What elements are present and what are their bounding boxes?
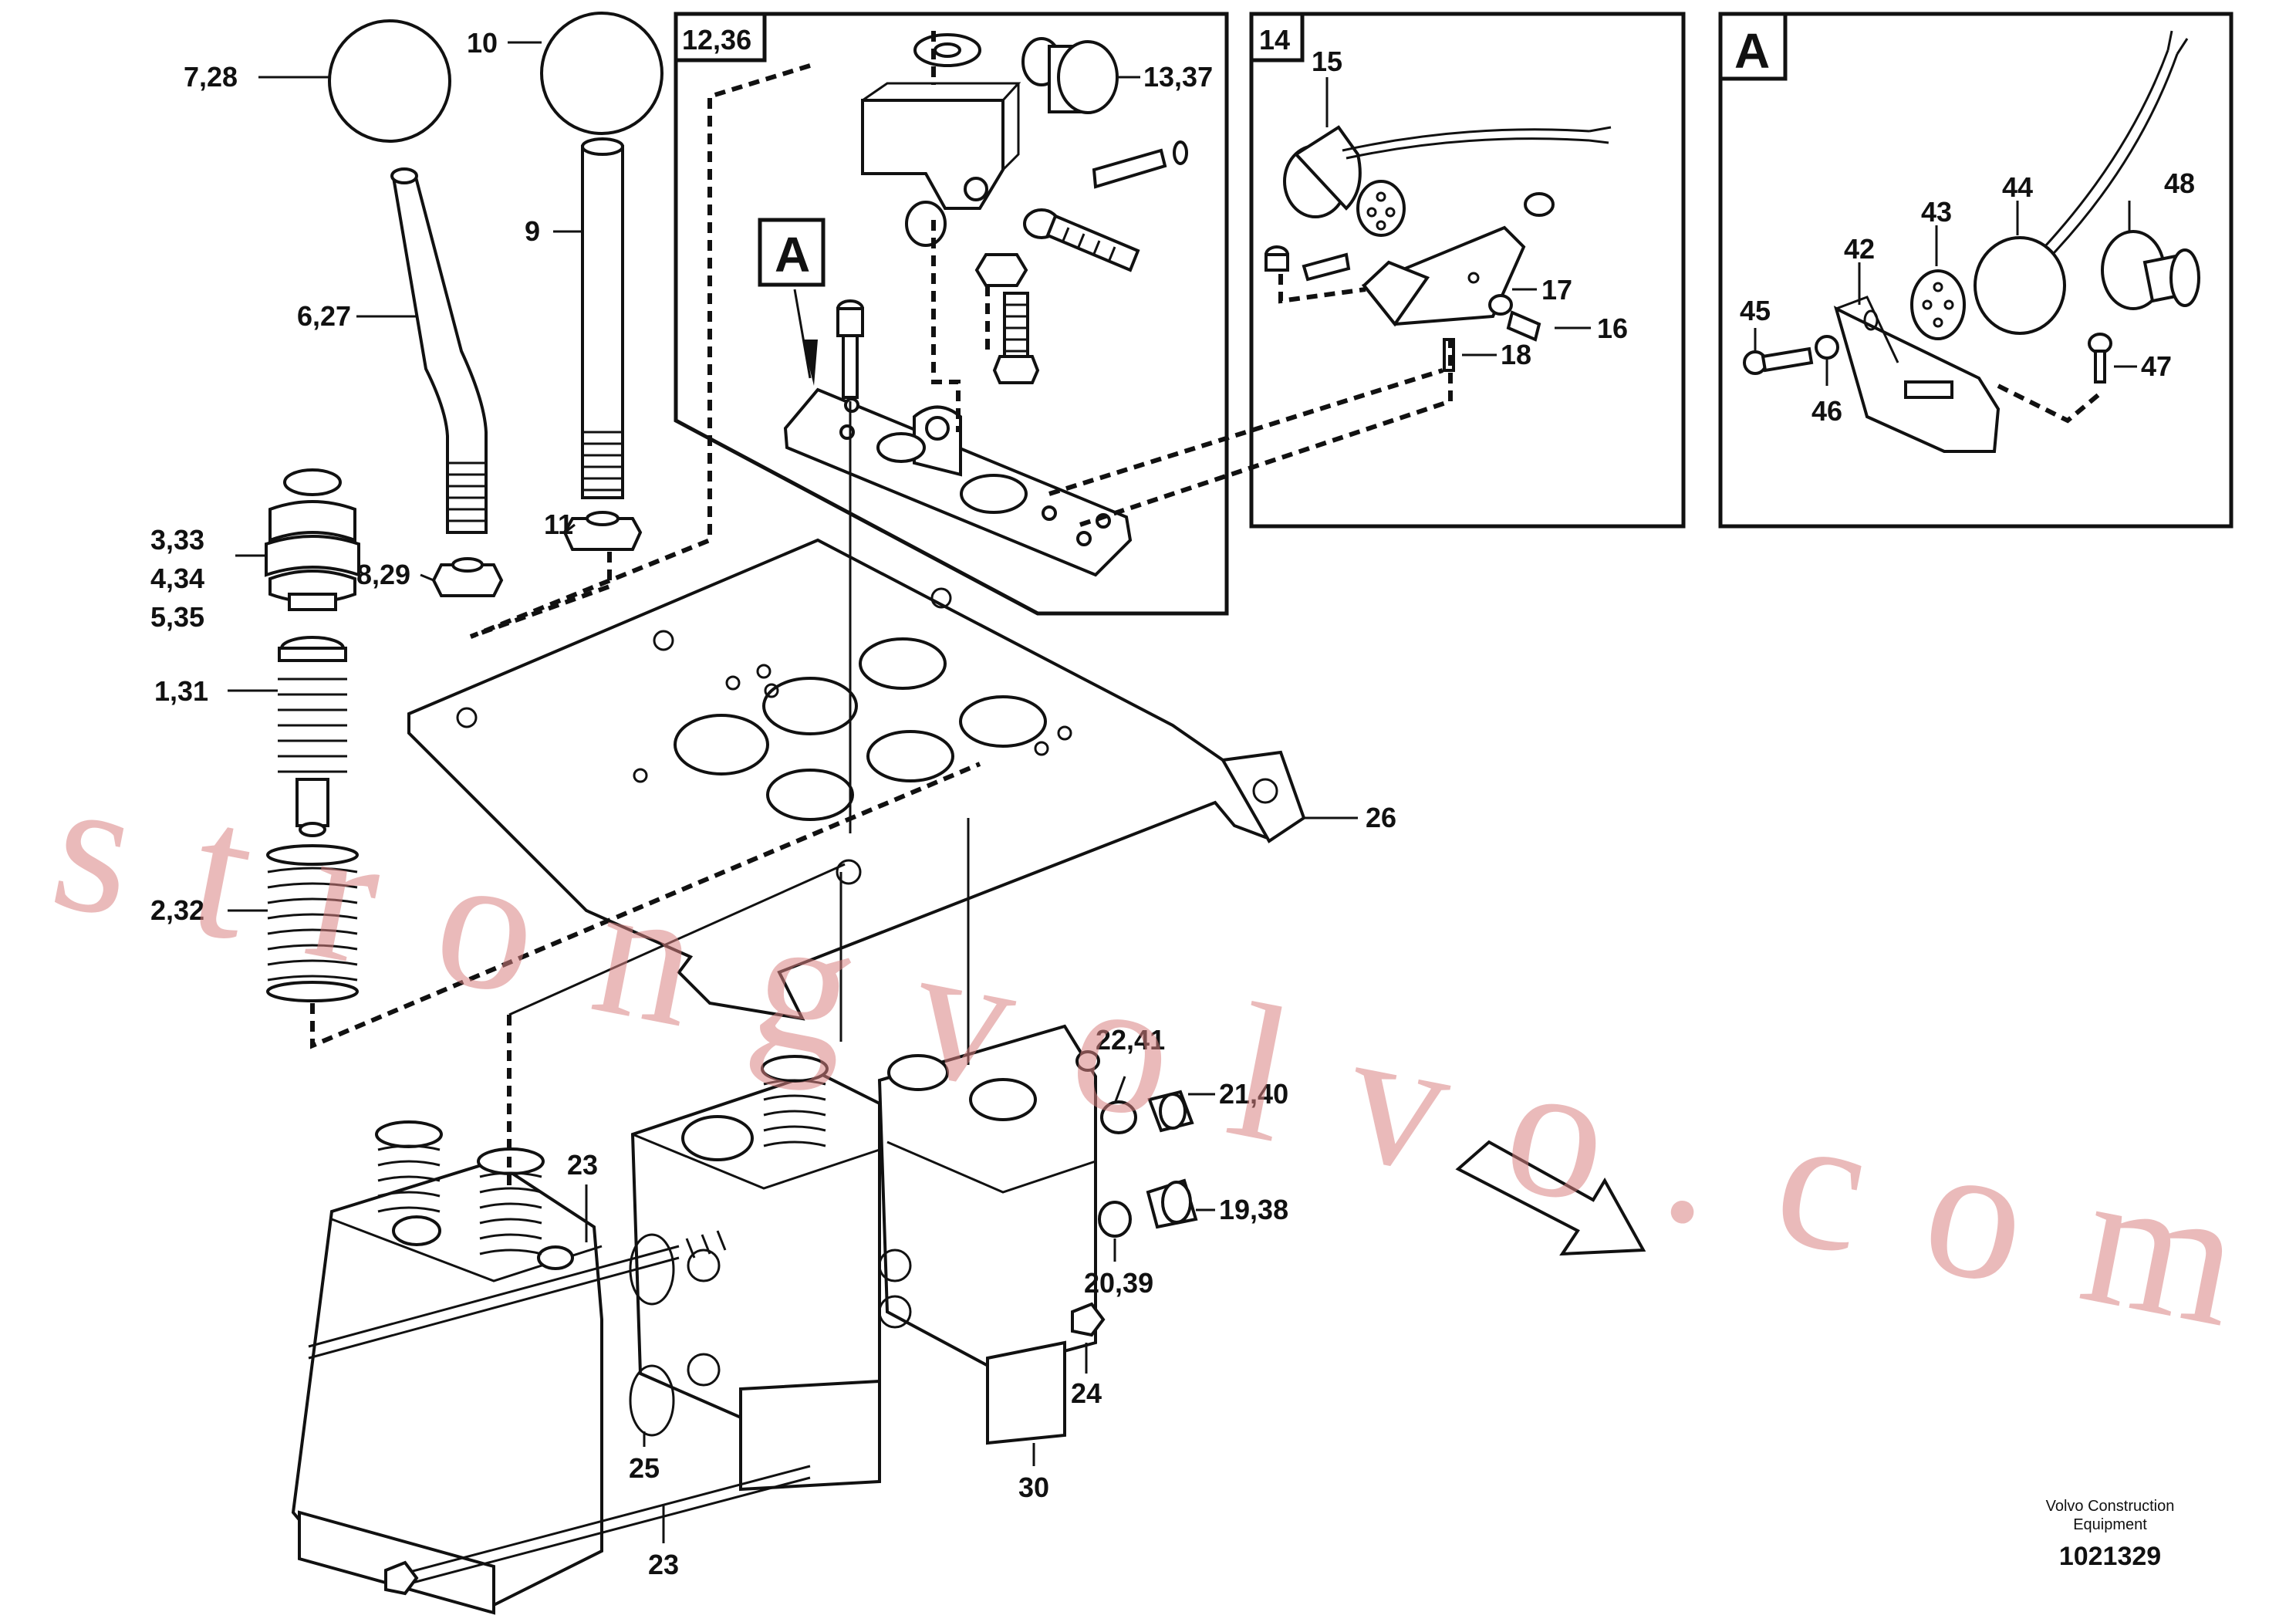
callout-48: 48 — [2164, 167, 2195, 199]
rotary-switch-body — [1283, 125, 1612, 218]
flow-direction-arrow — [1455, 1140, 1646, 1256]
lever-assembly-frame: 12,36 — [674, 12, 1229, 616]
spring-guide-plunger — [278, 636, 347, 837]
callout-labels: 7,28 10 9 6,27 11 8,29 3,33 4,34 5,35 1,… — [150, 27, 2195, 1580]
callout-46: 46 — [1811, 395, 1842, 427]
callout-5-35: 5,35 — [150, 601, 204, 633]
callout-25: 25 — [629, 1452, 660, 1484]
callout-15: 15 — [1312, 46, 1342, 77]
callout-20-39: 20,39 — [1084, 1267, 1153, 1299]
callout-19-38: 19,38 — [1219, 1194, 1288, 1225]
callout-1-31: 1,31 — [154, 675, 208, 707]
detail-switch-body — [1974, 30, 2189, 335]
callout-2-32: 2,32 — [150, 894, 204, 926]
straight-lever-rod — [581, 137, 624, 499]
return-spring — [266, 844, 359, 1002]
lock-nut-left — [431, 557, 504, 597]
switch-bracket — [1361, 225, 1526, 327]
socket-screw-plate — [836, 299, 864, 399]
switch-box-tag: 14 — [1259, 24, 1290, 56]
callout-7-28: 7,28 — [184, 61, 238, 93]
detail-marker-letter: A — [775, 227, 810, 282]
round-knob-right — [540, 12, 663, 135]
footer-block: Volvo Construction Equipment 1021329 — [2046, 1498, 2175, 1571]
callout-22-41: 22,41 — [1096, 1024, 1165, 1056]
callout-18: 18 — [1501, 339, 1531, 370]
maker-line-1: Volvo Construction — [2046, 1498, 2175, 1515]
washer-top — [913, 33, 981, 67]
o-rings — [629, 1233, 912, 1437]
detail-pushbutton — [2101, 230, 2200, 310]
callout-21-40: 21,40 — [1219, 1078, 1288, 1110]
small-nut — [974, 253, 1028, 287]
callout-3-33: 3,33 — [150, 524, 204, 556]
switch-fasteners — [1264, 192, 1555, 372]
callout-9: 9 — [525, 215, 540, 247]
detail-bracket — [1833, 296, 2001, 453]
callout-44: 44 — [2002, 171, 2033, 203]
detail-a-marker: A — [758, 218, 826, 386]
drawing-number: 1021329 — [2059, 1542, 2161, 1571]
callout-26: 26 — [1366, 802, 1396, 833]
detail-box-tag: A — [1734, 23, 1770, 79]
mounting-bracket-plate — [783, 387, 1133, 577]
cap-screw-angled — [1023, 208, 1140, 272]
callout-43: 43 — [1921, 196, 1952, 228]
callout-6-27: 6,27 — [297, 300, 351, 332]
callout-23-top: 23 — [567, 1149, 598, 1181]
valve-housing-left — [291, 1159, 603, 1615]
callout-10: 10 — [467, 27, 498, 59]
lever-head-housing — [861, 82, 1021, 247]
valve-housing-middle — [630, 1070, 881, 1492]
maker-line-2: Equipment — [2073, 1516, 2147, 1533]
detail-a-frame: A — [1718, 12, 2234, 529]
callout-42: 42 — [1844, 233, 1875, 265]
lever-box-tag: 12,36 — [682, 24, 751, 56]
detail-fasteners — [1743, 333, 2112, 384]
callout-16: 16 — [1597, 313, 1628, 344]
callout-17: 17 — [1541, 274, 1572, 306]
callout-45: 45 — [1740, 295, 1771, 326]
callout-4-34: 4,34 — [150, 563, 204, 594]
hex-bolt-vertical — [992, 292, 1040, 384]
switch-assembly-frame: 14 — [1249, 12, 1686, 529]
valve-housing-right — [877, 1024, 1097, 1445]
callout-8-29: 8,29 — [356, 559, 410, 590]
tie-rods — [308, 1230, 1106, 1596]
lock-nut-right — [562, 511, 643, 551]
callout-leaders — [228, 41, 2137, 1543]
spring-cap-stack — [265, 468, 360, 611]
main-base-plate — [407, 538, 1306, 1021]
pivot-pin — [1092, 140, 1188, 189]
callout-47: 47 — [2141, 350, 2172, 382]
assembly-dash-lines — [310, 31, 2102, 1192]
round-knob-left — [328, 19, 451, 143]
detail-indexing-disc — [1910, 269, 1966, 340]
callout-30: 30 — [1018, 1472, 1049, 1503]
callout-24: 24 — [1071, 1377, 1102, 1409]
pushbutton-knob — [1021, 37, 1119, 114]
switch-indexing-disc — [1356, 180, 1406, 237]
adapter-fittings — [1075, 1050, 1198, 1238]
callout-13-37: 13,37 — [1143, 61, 1213, 93]
bent-lever-rod — [390, 167, 488, 534]
callout-23-bottom: 23 — [648, 1549, 679, 1580]
callout-11: 11 — [544, 509, 573, 540]
